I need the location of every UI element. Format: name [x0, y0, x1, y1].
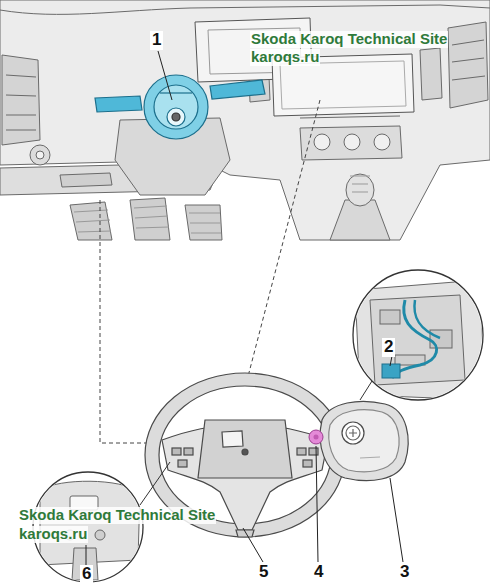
watermark: Skoda Karoq Technical Site [250, 31, 448, 48]
callout-number: 2 [382, 338, 395, 357]
watermark: karoqs.ru [18, 526, 88, 543]
steering-column-switch [95, 75, 265, 139]
dashboard [0, 0, 490, 240]
screw [309, 430, 323, 444]
callout-number: 4 [312, 563, 325, 582]
callout-number: 1 [150, 31, 163, 50]
callout-number: 3 [398, 563, 411, 582]
airbag-unit [320, 401, 408, 480]
watermark: karoqs.ru [250, 49, 320, 66]
callout-number: 6 [80, 565, 93, 584]
callout-number: 5 [257, 563, 270, 582]
watermark: Skoda Karoq Technical Site [18, 507, 216, 524]
detail-circle [353, 270, 485, 400]
leader-line [86, 51, 403, 565]
